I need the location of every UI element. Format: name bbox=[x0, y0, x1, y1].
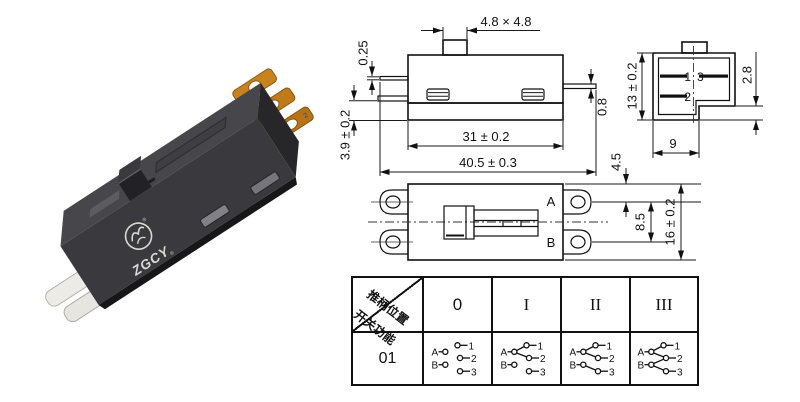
svg-text:1: 1 bbox=[537, 341, 543, 352]
svg-text:1: 1 bbox=[675, 341, 681, 352]
end-view-knob bbox=[681, 41, 708, 54]
table-cell-position-3: A 1 2 B 3 bbox=[629, 331, 697, 384]
dim-pin-thickness-right: 0.8 bbox=[595, 98, 610, 116]
table-cell-position-1: A 1 2 B 3 bbox=[491, 331, 560, 384]
switch-circuit-diagram: A 1 2 B 3 bbox=[638, 341, 684, 378]
top-face-notch bbox=[148, 177, 156, 184]
svg-text:2: 2 bbox=[609, 354, 615, 365]
slide-knob bbox=[118, 155, 152, 202]
end-view: 1 3 2 13 ± 0.2 2.8 9 bbox=[625, 41, 763, 158]
dim-body-width: 31 ± 0.2 bbox=[463, 129, 510, 144]
end-view-outline bbox=[652, 52, 736, 121]
side-view-pin-right bbox=[562, 83, 597, 90]
svg-text:3: 3 bbox=[609, 367, 615, 378]
switch-circuit-diagram: A 1 2 B 3 bbox=[500, 341, 546, 378]
side-view-pin-left-bottom bbox=[377, 95, 409, 102]
svg-text:2: 2 bbox=[677, 354, 683, 365]
table-cell-position-2: A 1 2 B 3 bbox=[560, 331, 629, 384]
svg-text:®: ® bbox=[141, 216, 148, 224]
product-photo: 2 ® ZGCY ® bbox=[45, 68, 314, 323]
diagonal-header-cell: 推柄位置 开关功能 bbox=[351, 278, 422, 348]
terminal-bar-3 bbox=[699, 74, 728, 78]
hatch-slot-right bbox=[521, 88, 545, 101]
column-header-2: II bbox=[560, 278, 629, 331]
body-front-face bbox=[60, 118, 296, 305]
top-face-slot bbox=[89, 190, 120, 218]
dim-end-height: 13 ± 0.2 bbox=[625, 63, 640, 110]
side-view-base bbox=[407, 102, 564, 121]
column-header-0: 0 bbox=[422, 278, 491, 331]
svg-text:3: 3 bbox=[540, 367, 546, 378]
hatch-slot-left bbox=[426, 88, 450, 101]
svg-text:A: A bbox=[638, 347, 645, 358]
function-table: 推柄位置 开关功能 0 I II III 01 A 1 2 B 3 bbox=[351, 276, 699, 386]
top-face-groove bbox=[155, 116, 227, 174]
svg-text:B: B bbox=[500, 360, 507, 371]
dim-top-height: 16 ± 0.2 bbox=[663, 199, 678, 246]
pin-label-2: 2 bbox=[684, 90, 691, 104]
side-view: 4.8 × 4.8 0.25 3.9 ± 0.2 31 ± 0.2 40.5 ±… bbox=[338, 14, 610, 176]
pin-label-1: 1 bbox=[684, 70, 691, 84]
pin-number-mark: 2 bbox=[303, 112, 310, 120]
table-cell-position-0: A 1 2 B 3 bbox=[422, 331, 491, 384]
dim-overall-width: 40.5 ± 0.3 bbox=[459, 155, 517, 170]
dim-step-height: 2.8 bbox=[740, 66, 755, 84]
svg-text:2: 2 bbox=[540, 354, 546, 365]
top-view: A B 4.5 8.5 16 ± 0.2 bbox=[368, 153, 701, 261]
column-header-1: I bbox=[491, 278, 560, 331]
svg-text:B: B bbox=[431, 360, 438, 371]
svg-text:2: 2 bbox=[471, 354, 477, 365]
switch-circuit-diagram: A 1 2 B 3 bbox=[569, 341, 615, 378]
svg-text:3: 3 bbox=[677, 367, 683, 378]
slider-mechanism bbox=[443, 205, 539, 240]
pin-label-3: 3 bbox=[697, 70, 704, 84]
svg-text:1: 1 bbox=[468, 341, 474, 352]
dim-lug-pitch: 8.5 bbox=[633, 213, 648, 231]
side-view-pin-left-top bbox=[379, 75, 409, 81]
dim-end-width: 9 bbox=[669, 136, 676, 151]
svg-text:A: A bbox=[431, 347, 438, 358]
dim-pin-thickness-left: 0.25 bbox=[356, 40, 371, 65]
column-header-3: III bbox=[629, 278, 697, 331]
svg-text:3: 3 bbox=[471, 367, 477, 378]
brand-reg-mark: ® bbox=[169, 249, 176, 257]
row-label-a: A bbox=[547, 194, 556, 209]
terminal-bar-1 bbox=[660, 74, 687, 78]
body-bottom-edge bbox=[98, 176, 297, 310]
dim-knob-size: 4.8 × 4.8 bbox=[481, 14, 532, 29]
function-code-cell: 01 bbox=[353, 331, 422, 384]
front-slot-right bbox=[250, 171, 280, 195]
body-end-face bbox=[257, 82, 299, 177]
end-view-inner-wall bbox=[657, 57, 731, 116]
svg-text:A: A bbox=[569, 347, 576, 358]
row-label-b: B bbox=[547, 235, 556, 250]
svg-text:A: A bbox=[500, 347, 507, 358]
svg-text:B: B bbox=[569, 360, 576, 371]
svg-text:B: B bbox=[638, 360, 645, 371]
switch-circuit-diagram: A 1 2 B 3 bbox=[431, 341, 477, 378]
terminal-bar-2 bbox=[660, 94, 687, 98]
brand-logo: ® bbox=[124, 216, 153, 250]
dim-lug-offset: 4.5 bbox=[609, 153, 624, 171]
side-view-knob bbox=[442, 39, 468, 56]
front-slot-left bbox=[200, 204, 230, 228]
svg-text:1: 1 bbox=[606, 341, 612, 352]
dim-pin-drop: 3.9 ± 0.2 bbox=[338, 110, 353, 161]
